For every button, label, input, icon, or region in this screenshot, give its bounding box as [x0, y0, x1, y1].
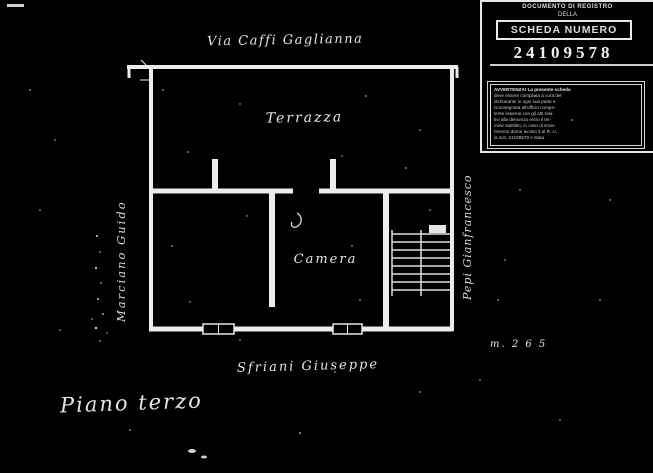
mid-wall — [151, 159, 452, 194]
noise-speckles — [7, 4, 611, 459]
notice-line: mine stabilito; in caso di smar- — [494, 123, 556, 128]
floor-title: Piano terzo — [59, 388, 204, 418]
notice-line: tente insieme con gli atti rela- — [494, 111, 554, 116]
tick-mark — [140, 59, 149, 68]
room-label-camera: Camera — [293, 252, 358, 267]
neighbor-label-right: Pepi Gianfrancesco — [461, 174, 474, 301]
notice-line: deve essere compilata a cura del — [494, 93, 562, 98]
scheda-number-value: 24109578 — [513, 43, 614, 62]
door-swing-mark — [290, 212, 302, 228]
notice-line: AVVERTENZA! La presente scheda — [494, 87, 571, 92]
street-label: Via Caffi Gaglianna — [206, 31, 364, 50]
interior-walls — [269, 191, 389, 329]
neighbor-label-left: Marciano Guido — [114, 200, 128, 322]
registry-stamp: DOCUMENTO DI REGISTRO DELLA SCHEDA NUMER… — [480, 0, 653, 153]
notice-line: tivi alla denuncia entro il ter- — [494, 117, 552, 122]
notice-box: AVVERTENZA! La presente scheda deve esse… — [487, 81, 645, 149]
notice-line: la sch. 24109578 e stata — [494, 135, 545, 140]
notice-line: dichiarante in ogni sua parte e — [494, 99, 556, 104]
scan-scratch — [7, 4, 24, 7]
room-label-terrazza: Terrazza — [265, 109, 344, 127]
notice-line: riconsegnata all'ufficio compe- — [494, 105, 556, 110]
scan-blob — [188, 449, 196, 453]
notice-line: rimento darne avviso 3 al R. U. — [494, 129, 558, 134]
stair-landing — [429, 225, 446, 233]
scan-blob — [201, 455, 207, 459]
window-symbols — [202, 323, 363, 335]
stamp-header-line1: DOCUMENTO DI REGISTRO — [522, 4, 613, 10]
outer-walls — [127, 59, 459, 332]
staircase — [391, 225, 450, 296]
scheda-number-label: SCHEDA NUMERO — [496, 20, 632, 40]
stamp-header-line2: DELLA — [557, 12, 577, 18]
measure-note: m. 2 6 5 — [490, 339, 548, 350]
stamp-divider — [490, 64, 653, 66]
